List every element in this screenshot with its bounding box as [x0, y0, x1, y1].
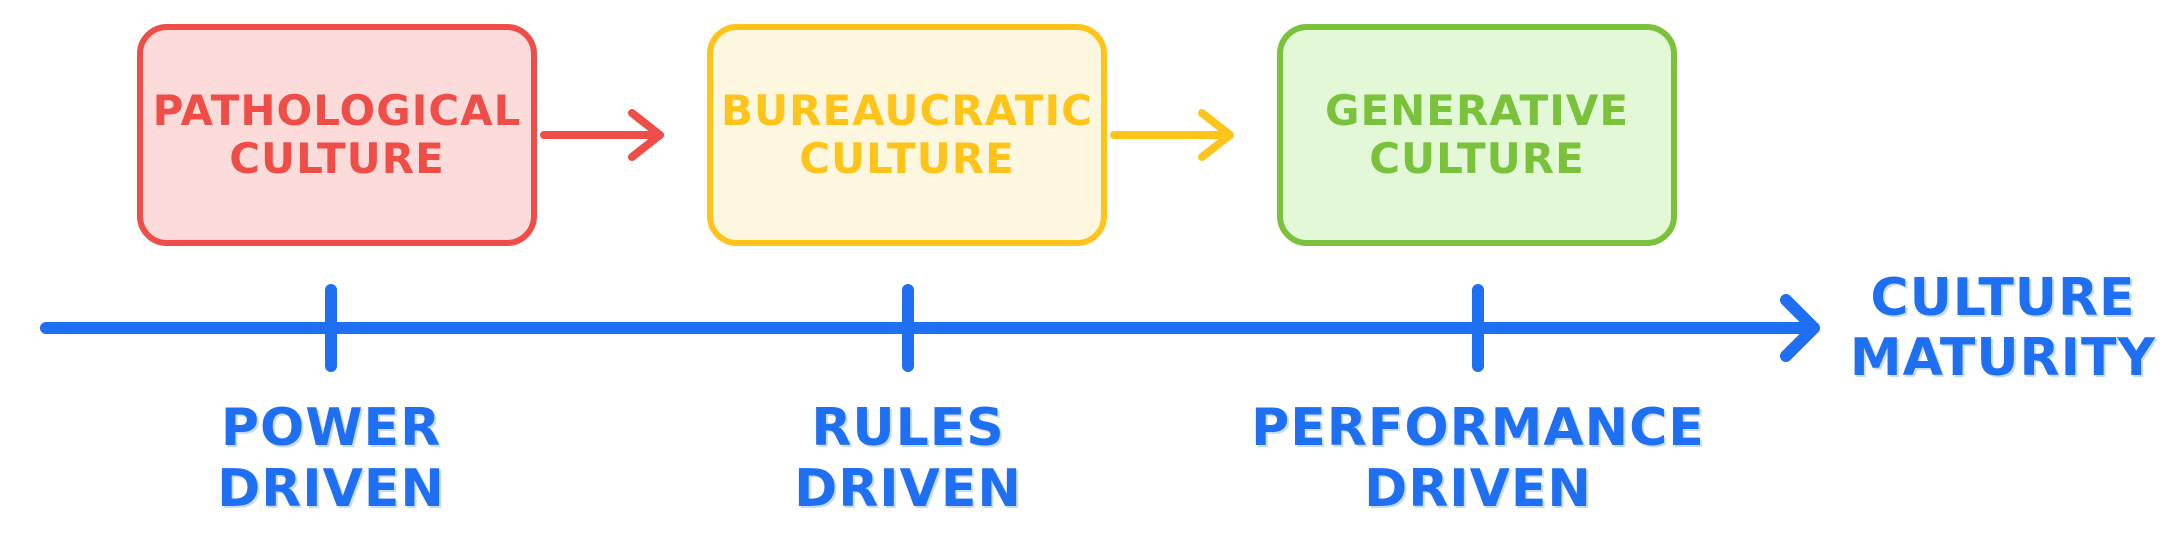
tick-label-line1: POWER: [220, 398, 442, 458]
stage-box-bureaucratic: BUREAUCRATIC CULTURE: [707, 24, 1107, 246]
axis-title-line2: MATURITY: [1849, 328, 2157, 388]
axis-title-line1: CULTURE: [1870, 268, 2136, 328]
stage-label-line2: CULTURE: [229, 134, 445, 183]
maturity-axis: [40, 294, 1820, 362]
stage-label-line2: CULTURE: [799, 134, 1015, 183]
stage-label-line1: BUREAUCRATIC: [721, 86, 1093, 135]
stage-label-line1: PATHOLOGICAL: [152, 86, 522, 135]
axis-title: CULTURE MATURITY: [1848, 268, 2158, 388]
tick-label-line1: PERFORMANCE: [1251, 398, 1705, 458]
tick-label-performance-driven: PERFORMANCE DRIVEN: [1228, 398, 1728, 520]
tick-label-line2: DRIVEN: [217, 459, 445, 519]
tick-label-line2: DRIVEN: [794, 459, 1022, 519]
arrow-pathological-to-bureaucratic: [540, 109, 664, 161]
stage-box-generative: GENERATIVE CULTURE: [1277, 24, 1677, 246]
stage-box-pathological: PATHOLOGICAL CULTURE: [137, 24, 537, 246]
tick-label-line2: DRIVEN: [1364, 459, 1592, 519]
arrow-bureaucratic-to-generative: [1110, 109, 1234, 161]
tick-label-power-driven: POWER DRIVEN: [81, 398, 581, 520]
stage-label-line2: CULTURE: [1369, 134, 1585, 183]
tick-label-rules-driven: RULES DRIVEN: [658, 398, 1158, 520]
stage-label-line1: GENERATIVE: [1324, 86, 1630, 135]
tick-label-line1: RULES: [811, 398, 1005, 458]
